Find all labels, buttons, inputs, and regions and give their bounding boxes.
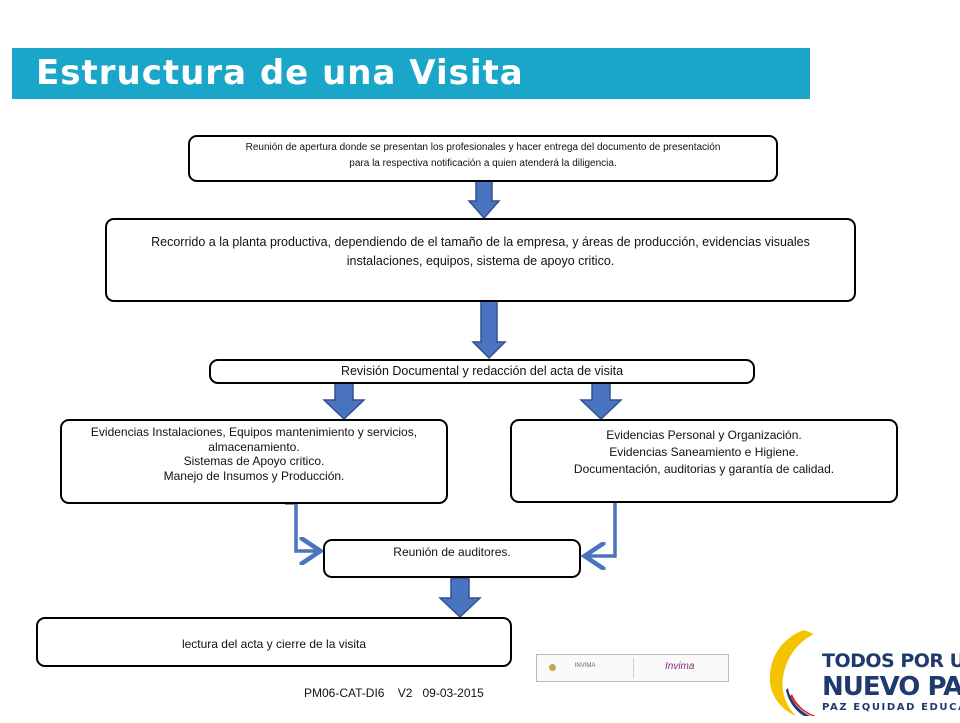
elbow-arrow-icon: [285, 501, 317, 551]
elbow-arrow-icon: [588, 503, 617, 556]
flow-step-text: Reunión de apertura donde se presentan l…: [245, 142, 721, 153]
flow-step-auditors-meeting: Reunión de auditores.: [323, 539, 581, 578]
flow-step-text: Manejo de Insumos y Producción.: [163, 468, 345, 483]
flow-step-facility-evidence: Evidencias Instalaciones, Equipos manten…: [60, 419, 448, 504]
institution-logos: INVIMA Invima: [536, 654, 729, 682]
flow-step-text: Evidencias Saneamiento e Higiene.: [609, 445, 799, 459]
flow-step-text: lectura del acta y cierre de la visita: [181, 637, 367, 651]
flow-step-document-review: Revisión Documental y redacción del acta…: [209, 359, 755, 384]
logo-divider: [633, 658, 634, 678]
flow-step-closing: lectura del acta y cierre de la visita: [36, 617, 512, 667]
campaign-line-3: PAZ EQUIDAD EDUCACIÓN: [822, 702, 960, 713]
block-arrow-down-icon: [438, 577, 482, 619]
block-arrow-down-icon: [322, 382, 366, 421]
title-bar-accent: [0, 48, 12, 99]
flow-step-text: Reunión de auditores.: [393, 545, 511, 559]
flow-step-text: instalaciones, equipos, sistema de apoyo…: [346, 254, 615, 268]
flow-step-personnel-evidence: Evidencias Personal y Organización. Evid…: [510, 419, 898, 503]
flow-step-opening-meeting: Reunión de apertura donde se presentan l…: [188, 135, 778, 182]
document-code: PM06-CAT-DI6 V2 09-03-2015: [304, 686, 484, 700]
campaign-logo: TODOS POR UN NUEVO PAÍS PAZ EQUIDAD EDUC…: [762, 628, 960, 718]
block-arrow-down-icon: [467, 179, 501, 220]
flow-step-text: Evidencias Instalaciones, Equipos manten…: [90, 425, 418, 439]
page-title: Estructura de una Visita: [36, 53, 524, 93]
campaign-line-1: TODOS POR UN: [822, 650, 960, 672]
invima-seal-logo: INVIMA: [549, 663, 611, 673]
block-arrow-down-icon: [471, 299, 507, 360]
colombia-flag-swoosh-icon: [769, 630, 816, 716]
title-bar: [0, 48, 810, 99]
campaign-line-2: NUEVO PAÍS: [822, 672, 960, 702]
flow-step-text: Sistemas de Apoyo critico.: [183, 454, 325, 468]
invima-wordmark-logo: Invima: [665, 661, 695, 672]
flow-step-plant-tour: Recorrido a la planta productiva, depend…: [105, 218, 856, 302]
flow-step-text: Recorrido a la planta productiva, depend…: [151, 235, 810, 249]
flow-step-text: Evidencias Personal y Organización.: [606, 428, 802, 442]
flow-step-text: Documentación, auditorias y garantía de …: [573, 462, 835, 476]
flow-step-text: para la respectiva notificación a quien …: [349, 158, 617, 169]
flow-step-text: Revisión Documental y redacción del acta…: [340, 364, 624, 378]
flow-step-text: almacenamiento.: [208, 439, 300, 454]
block-arrow-down-icon: [579, 382, 623, 421]
